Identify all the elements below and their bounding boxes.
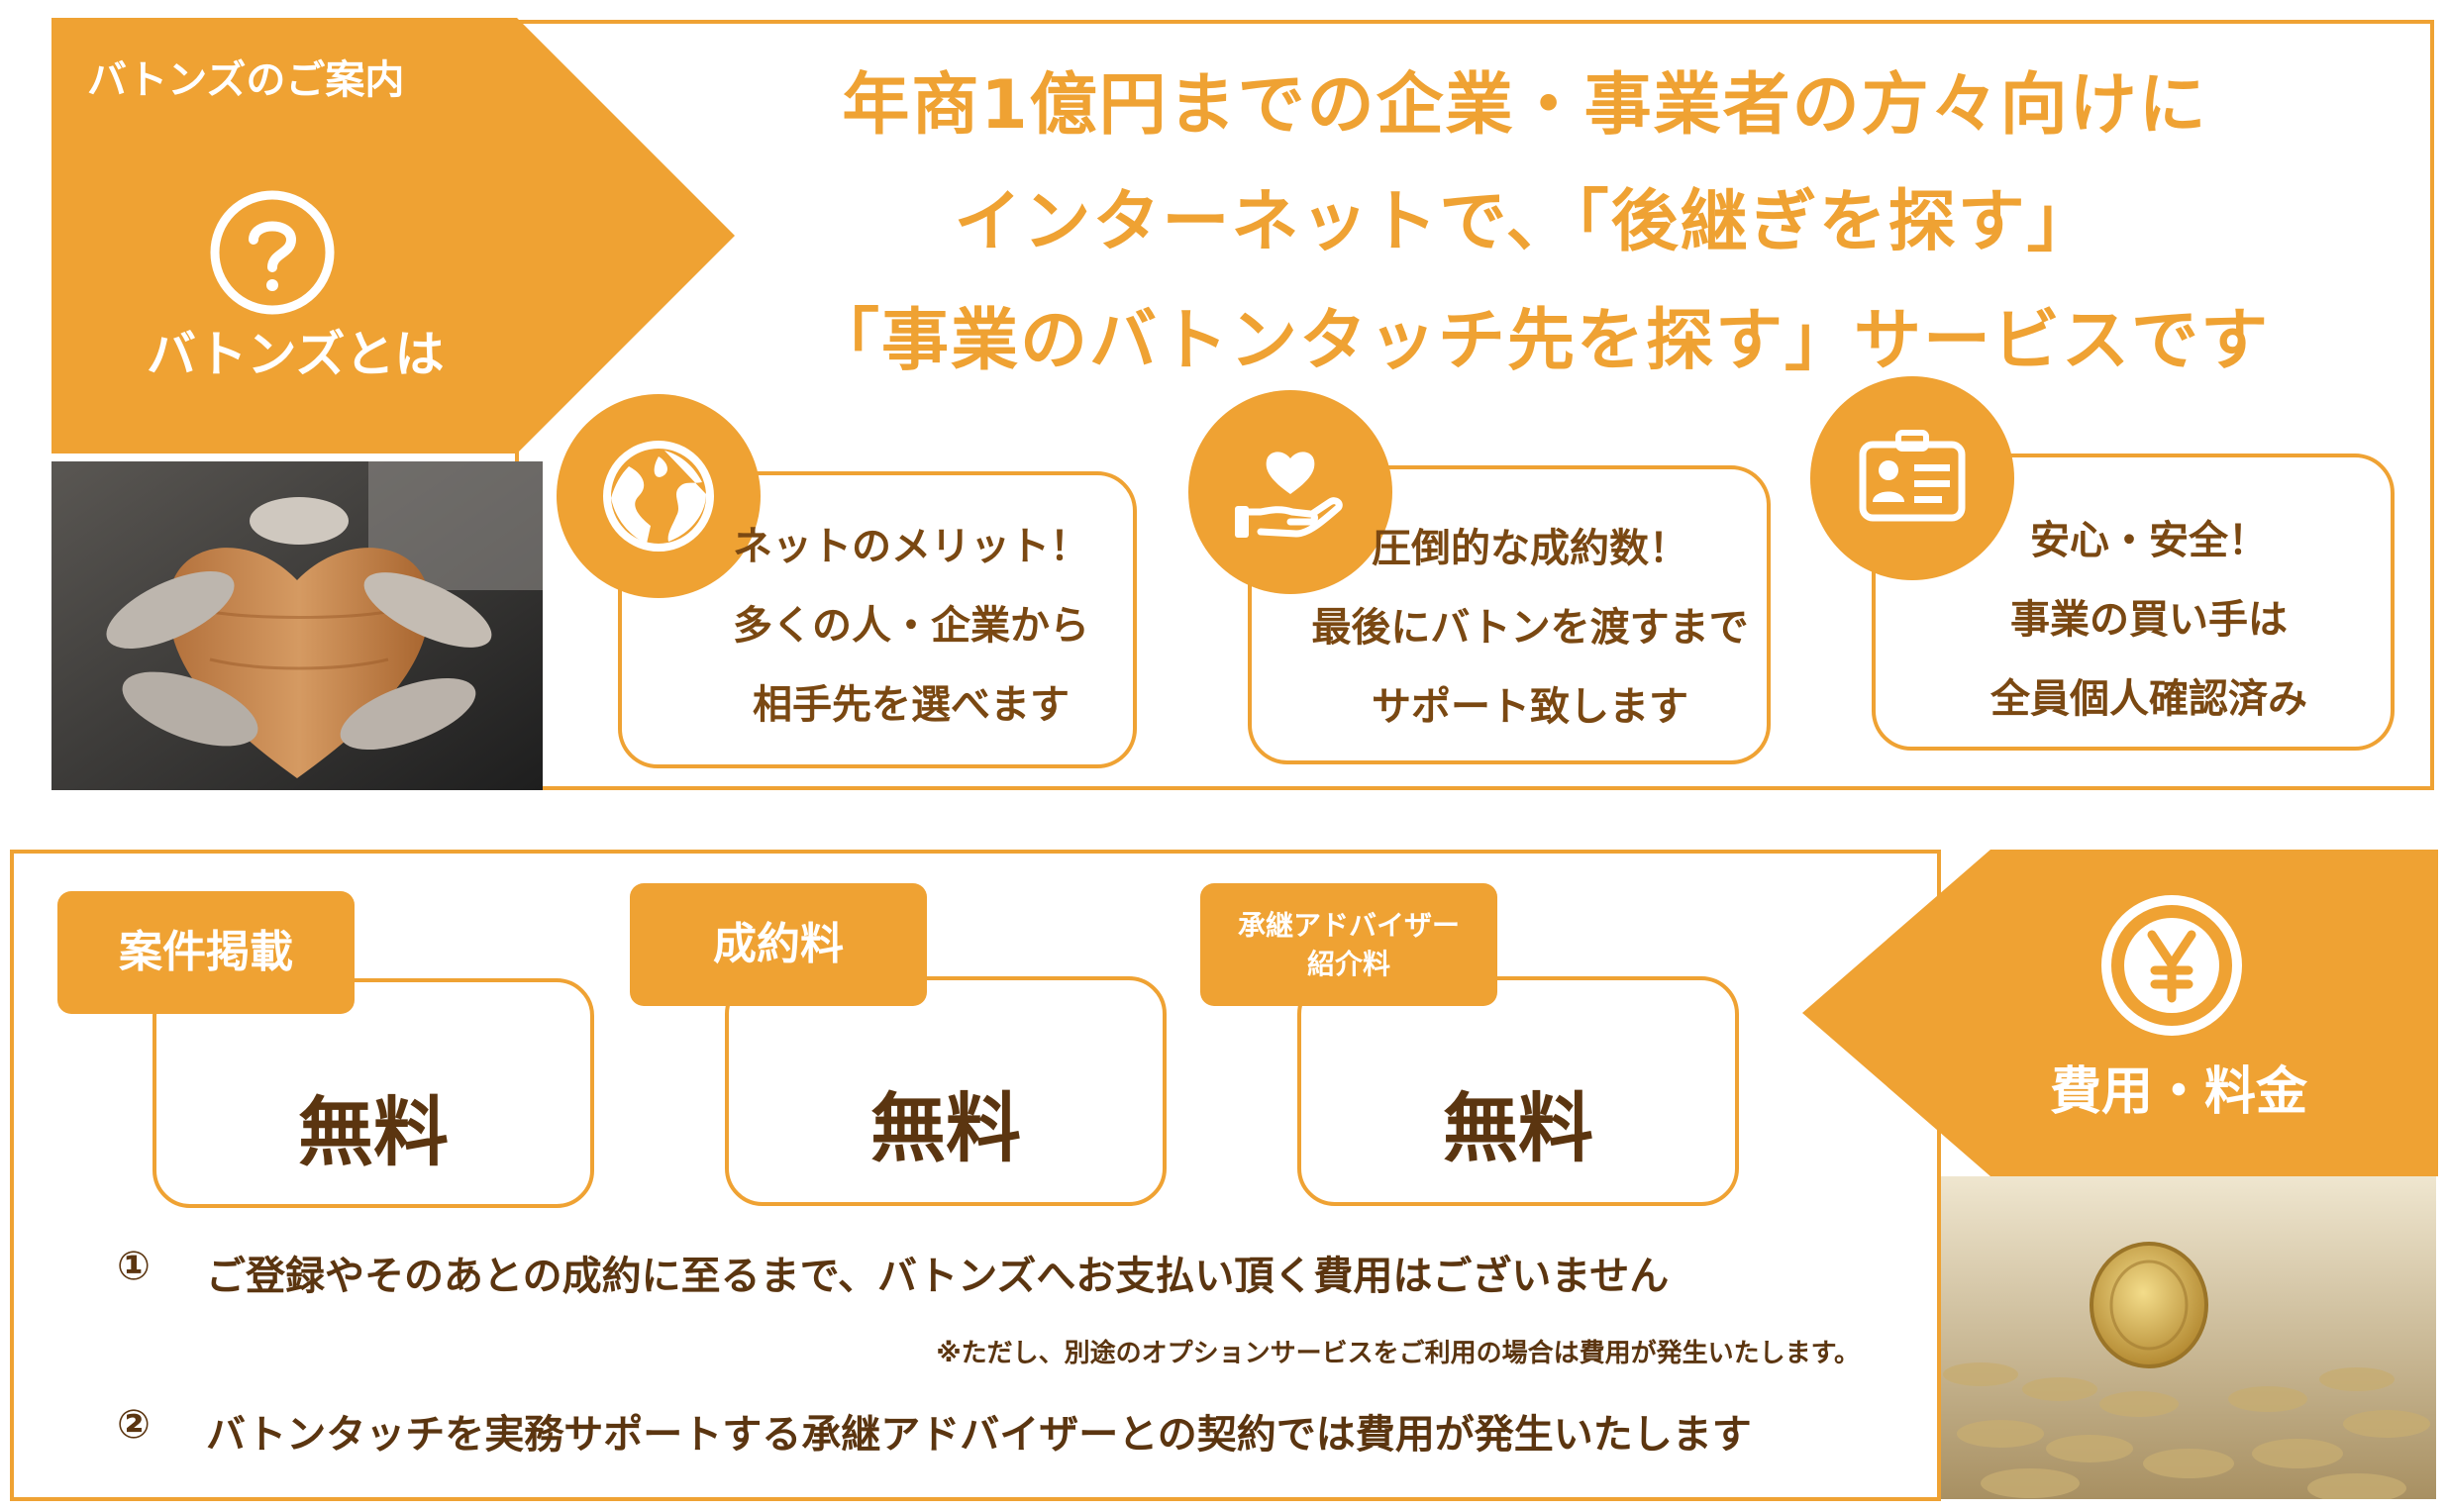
fee-tab-advisor-line-2: 紹介料 <box>1306 948 1390 980</box>
feature-text-safety: 安心・安全！ 事業の買い手は 全員個人確認済み <box>1921 501 2377 739</box>
headline-line-2: インターネットで、「後継ぎを探す」 <box>954 183 2096 261</box>
intro-banner-title: バトンズとは <box>147 326 445 383</box>
hands-heart-photo <box>51 461 543 790</box>
fee-value-contract: 無料 <box>870 1084 1021 1172</box>
fees-banner-title: 費用・料金 <box>2050 1062 2308 1122</box>
headline-line-1: 年商1億円までの企業・事業者の方々向けに <box>842 66 2208 145</box>
heart-hand-icon <box>1235 452 1343 538</box>
feature-icon-badge-3 <box>1810 376 2014 580</box>
feature-text-contracts: 圧倒的な成約数！ 最後にバトンを渡すまで サポート致します <box>1287 509 1773 747</box>
fee-tab-listing: 案件掲載 <box>57 891 355 1014</box>
feature-line: 全員個人確認済み <box>1990 676 2307 722</box>
fee-tab-advisor-line-1: 承継アドバイザー <box>1237 908 1460 942</box>
feature-line: 相手先を選べます <box>753 682 1070 728</box>
fee-value-listing: 無料 <box>298 1088 449 1176</box>
feature-line: 多くの人・企業から <box>733 603 1089 649</box>
fees-frame <box>10 850 1941 1501</box>
note-marker-1: ① <box>117 1244 151 1289</box>
fee-card-contract <box>725 976 1167 1206</box>
fee-tab-advisor: 承継アドバイザー 紹介料 <box>1200 883 1497 1006</box>
feature-line: ネットのメリット！ <box>733 524 1089 569</box>
note-subtext: ※ただし、別途のオプションサービスをご利用の場合は費用が発生いたします。 <box>936 1339 1860 1368</box>
feature-line: 最後にバトンを渡すまで <box>1311 605 1749 651</box>
fee-card-listing <box>153 978 594 1208</box>
feature-line: サポート致します <box>1372 684 1688 730</box>
intro-banner-arrow <box>51 18 735 454</box>
yen-circle-icon <box>2101 895 2242 1036</box>
feature-line: 安心・安全！ <box>2030 518 2268 563</box>
headline-line-3: 「事業のバトンタッチ先を探す」サービスです <box>812 302 2271 380</box>
intro-banner-label: バトンズのご案内 <box>87 57 405 103</box>
id-card-icon <box>1859 430 1966 522</box>
feature-text-net-merit: ネットのメリット！ 多くの人・企業から 相手先を選べます <box>693 507 1129 745</box>
fee-card-advisor <box>1297 976 1739 1206</box>
feature-line: 事業の買い手は <box>2010 597 2288 643</box>
fee-value-advisor: 無料 <box>1443 1084 1593 1172</box>
note-text-2: バトンタッチを実務サポートする承継アドバイザーとの契約では費用が発生いたします <box>206 1412 1752 1458</box>
note-marker-2: ② <box>117 1402 151 1448</box>
coins-photo <box>1941 1176 2436 1499</box>
fee-tab-contract: 成約料 <box>630 883 927 1006</box>
note-text-1: ご登録やそのあとの成約に至るまで、バトンズへお支払い頂く費用はございません <box>206 1254 1670 1299</box>
question-circle-icon <box>210 190 335 315</box>
feature-icon-badge-2 <box>1188 390 1392 594</box>
feature-line: 圧倒的な成約数！ <box>1372 526 1688 571</box>
globe-icon <box>603 441 714 552</box>
feature-icon-badge-1 <box>557 394 761 598</box>
